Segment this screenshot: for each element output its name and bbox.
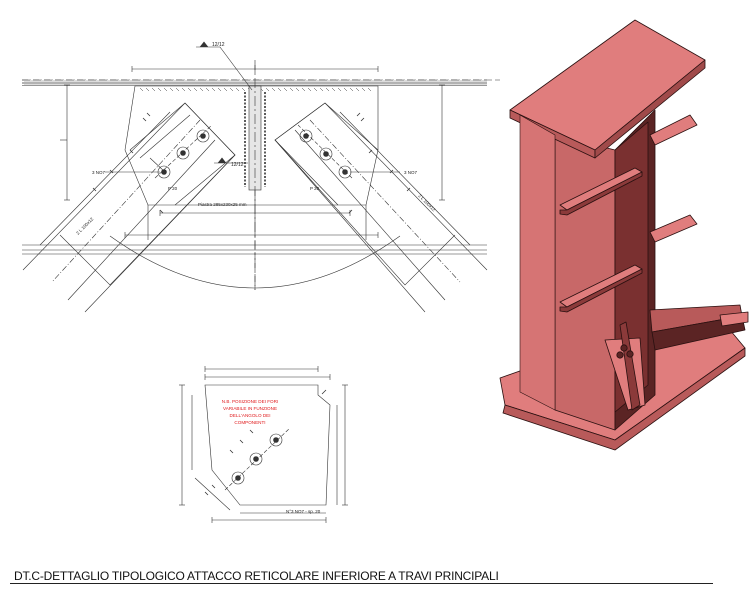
plate-outline (204, 384, 331, 506)
drawing-title: DT.C-DETTAGLIO TIPOLOGICO ATTACCO RETICO… (14, 569, 499, 583)
red-note-line-1: N.B. POSIZIONE DEI FORI (222, 399, 278, 404)
top-chord (22, 79, 500, 86)
left-vertical-dimension (60, 84, 445, 201)
plate-label: Piastra 285x230x25 mm (198, 202, 247, 207)
detail-plate-label: N°3 NO7 - sp. 20 (286, 509, 321, 514)
weld-hatch-top (139, 87, 372, 92)
weld-callout-top: 12/12 (196, 41, 253, 91)
iso-diagonal-members (649, 304, 749, 351)
plate-detail: N.B. POSIZIONE DEI FORI VARIABILE IN FUN… (179, 366, 348, 523)
angle-label-left: 3 NO7 (92, 170, 106, 175)
shelf-stiffeners (559, 114, 698, 313)
isometric-3d-view (499, 19, 749, 451)
red-note-line-2: VARIABILE IN FUNZIONE (223, 406, 277, 411)
red-note-line-4: COMPONENTI (234, 420, 265, 425)
weld-callout-mid: 12/12 (214, 157, 248, 168)
right-diagonal-member: 3 NO7 P 20 2 L 100x12 (274, 102, 488, 313)
plate-bolt-holes (231, 433, 283, 485)
thickness-label-right: P 20 (310, 186, 320, 191)
member-label-left: 2 L 100x12 (75, 216, 95, 236)
red-note: N.B. POSIZIONE DEI FORI VARIABILE IN FUN… (222, 399, 278, 425)
title-underline (10, 583, 713, 584)
left-diagonal-member: 3 NO7 P 20 2 L 100x12 (22, 102, 236, 313)
diagonal-tick-marks (92, 112, 411, 214)
red-note-line-3: DELL'ANGOLO DEI (230, 413, 271, 418)
elevation-detail: 12/12 12/12 (22, 41, 500, 313)
drawing-title-block: DT.C-DETTAGLIO TIPOLOGICO ATTACCO RETICO… (10, 568, 715, 588)
left-bolt-group (157, 129, 210, 179)
angle-label-right: 3 NO7 (404, 170, 418, 175)
weld-callout-top-text: 12/12 (212, 42, 225, 48)
right-bolt-group (299, 129, 352, 179)
bottom-chord (22, 244, 487, 255)
column-left-face (519, 114, 556, 411)
member-label-right: 2 L 100x12 (417, 193, 437, 213)
weld-callout-mid-text: 12/12 (231, 162, 244, 168)
bottom-flange-side (502, 347, 746, 451)
central-stiffener (244, 60, 266, 290)
thickness-label-left: P 20 (168, 186, 178, 191)
top-flange-front (594, 59, 706, 159)
iso-gusset (604, 321, 646, 411)
plate-dimensions (124, 190, 379, 240)
